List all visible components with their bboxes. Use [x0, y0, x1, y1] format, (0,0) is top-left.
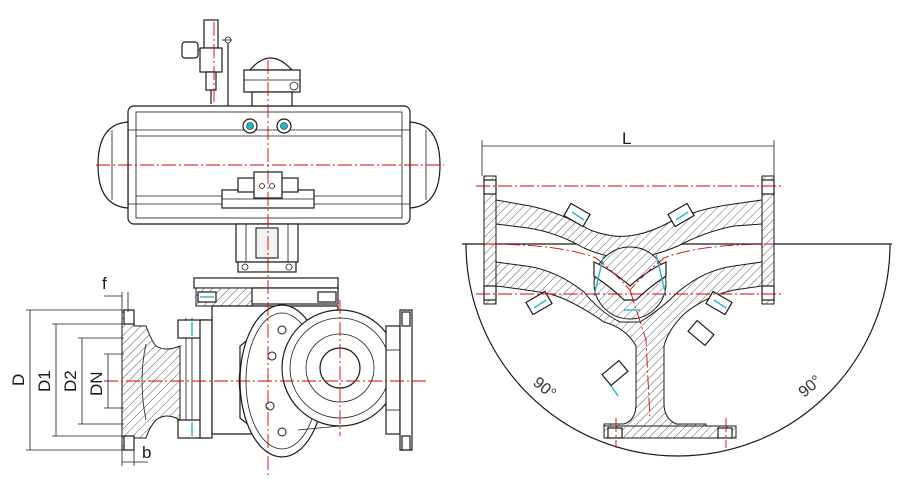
dim-labels-left: f D D1 D2 DN b [9, 274, 151, 462]
dim-label-D2: D2 [61, 370, 80, 392]
section-centerlines [476, 185, 782, 448]
valve-body-left-flange [121, 309, 213, 451]
dim-label-f: f [102, 274, 107, 293]
limit-switch-box [243, 57, 301, 107]
dim-label-b: b [142, 443, 151, 462]
section-dimension-L: L [481, 129, 775, 176]
dim-label-D1: D1 [35, 370, 54, 392]
valve-top-flange [193, 277, 339, 307]
section-bolts [525, 202, 733, 387]
angle-label-left: 90° [529, 374, 558, 403]
angle-label-right: 90° [796, 372, 825, 401]
left-view-centerlines [96, 22, 444, 476]
left-view-dimension-lines [26, 292, 148, 466]
valve-body-right-flange [385, 309, 413, 451]
dim-label-D: D [9, 374, 28, 386]
section-view-body [483, 175, 775, 439]
mounting-bracket [235, 223, 299, 273]
air-filter-regulator [181, 19, 232, 106]
angle-labels: 90° 90° [529, 372, 825, 402]
dim-label-L: L [622, 129, 631, 148]
dim-label-DN: DN [87, 371, 106, 396]
